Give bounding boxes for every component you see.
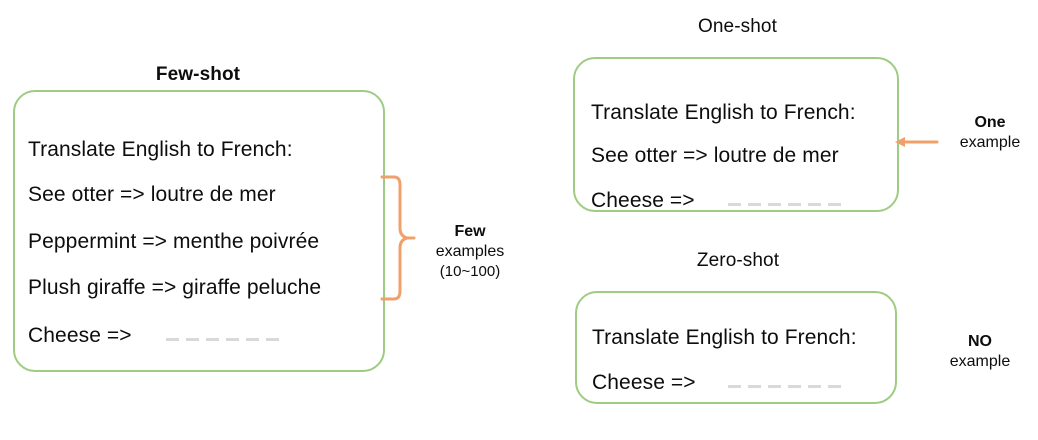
one-shot-answer-blank (728, 203, 843, 206)
few-shot-annotation-head: Few (454, 223, 486, 240)
few-shot-annotation-range: (10~100) (439, 263, 501, 280)
few-shot-answer-blank (166, 338, 281, 341)
panel-title-one-shot: One-shot (698, 16, 777, 37)
prompt-box-few-shot (13, 90, 385, 372)
few-shot-line-4: Plush giraffe => giraffe peluche (28, 276, 322, 299)
few-examples-brace-icon (380, 175, 416, 301)
few-shot-line-3: Peppermint => menthe poivrée (28, 230, 320, 253)
one-shot-annotation: One example (945, 113, 1035, 153)
few-shot-line-1: Translate English to French: (28, 138, 293, 161)
zero-shot-line-1: Translate English to French: (592, 326, 857, 349)
one-shot-annotation-head: One (974, 114, 1006, 131)
few-shot-annotation-sub: examples (435, 243, 505, 260)
zero-shot-annotation-sub: example (949, 353, 1011, 370)
one-shot-line-1: Translate English to French: (591, 101, 856, 124)
panel-title-zero-shot: Zero-shot (696, 250, 780, 271)
few-shot-line-5: Cheese => (28, 324, 132, 347)
few-shot-line-2: See otter => loutre de mer (28, 183, 276, 206)
one-example-arrow-icon (895, 137, 939, 147)
prompt-box-one-shot (573, 57, 899, 212)
panel-title-few-shot: Few-shot (155, 64, 241, 85)
one-shot-annotation-sub: example (959, 134, 1021, 151)
zero-shot-annotation-head: NO (968, 333, 992, 350)
one-shot-line-3: Cheese => (591, 189, 695, 212)
zero-shot-line-2: Cheese => (592, 371, 696, 394)
one-shot-line-2: See otter => loutre de mer (591, 144, 839, 167)
zero-shot-answer-blank (728, 385, 843, 388)
few-shot-annotation: Few examples (10~100) (415, 222, 525, 282)
zero-shot-annotation: NO example (930, 332, 1030, 372)
